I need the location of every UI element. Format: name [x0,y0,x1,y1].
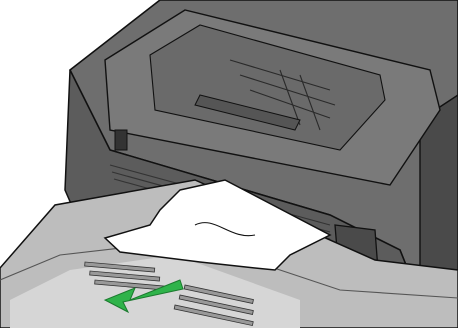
left-latch [115,130,127,150]
